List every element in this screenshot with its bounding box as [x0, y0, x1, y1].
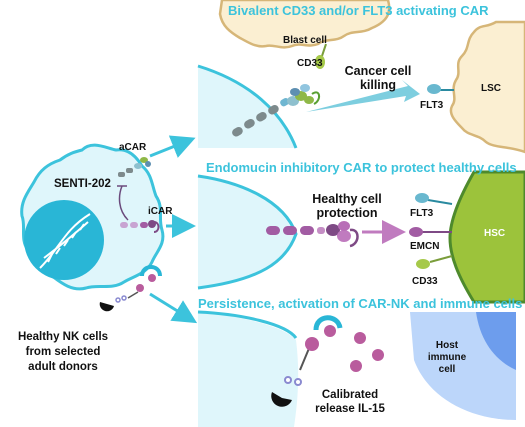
blast-cell-label: Blast cell: [283, 35, 327, 46]
killing-line1: Cancer cell: [344, 64, 412, 78]
cd33-label-middle: CD33: [412, 276, 438, 287]
flt3-antigen-top: [427, 84, 454, 94]
killing-label: Cancer cell killing: [340, 64, 416, 92]
protection-label: Healthy cell protection: [304, 192, 390, 220]
nk-caption: Healthy NK cells from selected adult don…: [10, 330, 116, 375]
emcn-antigen: [409, 227, 452, 237]
protection-line1: Healthy cell: [312, 192, 382, 206]
flt3-label-middle: FLT3: [410, 208, 434, 219]
icar-label: iCAR: [148, 206, 173, 217]
middle-panel: [197, 170, 525, 304]
host-immune-nucleus: [476, 312, 516, 370]
arrow-to-top: [149, 135, 196, 158]
release-line1: Calibrated: [321, 389, 379, 401]
killing-line2: killing: [359, 78, 397, 92]
release-label: Calibrated release IL-15: [302, 388, 398, 416]
cd33-antigen-top: [315, 43, 327, 69]
nk-cell-name: SENTI-202: [54, 178, 111, 190]
host-line2: immune: [427, 352, 467, 363]
nk-caption-line3: adult donors: [28, 361, 98, 373]
icar-receptor-zoom: [266, 221, 359, 248]
arrow-to-bottom: [149, 292, 198, 324]
flt3-antigen-middle: [415, 193, 453, 205]
il15-receptor: [99, 265, 162, 312]
hsc-cell: [448, 170, 525, 304]
blast-cell: [218, 0, 391, 49]
killing-arrow: [306, 80, 420, 112]
cd33-label-top: CD33: [297, 58, 323, 69]
nk-cell: [20, 143, 165, 312]
host-line1: Host: [435, 340, 459, 351]
acar-label: aCAR: [119, 142, 147, 153]
cd33-antigen-middle: [416, 255, 453, 269]
acar-receptor: [118, 157, 151, 177]
lsc-label: LSC: [481, 83, 501, 94]
flt3-label-top: FLT3: [420, 100, 444, 111]
hsc-label: HSC: [484, 228, 506, 239]
il15-molecules: [350, 332, 384, 372]
lsc-cell: [449, 20, 525, 154]
dna-icon: [39, 213, 91, 269]
nucleus: [24, 200, 104, 280]
nk-cell-zoom-top: [198, 66, 296, 148]
nk-caption-line1: Healthy NK cells: [17, 331, 109, 343]
release-line2: release IL-15: [315, 403, 385, 415]
middle-panel-title: Endomucin inhibitory CAR to protect heal…: [206, 160, 517, 175]
emcn-label: EMCN: [410, 241, 440, 252]
bottom-panel-title: Persistence, activation of CAR-NK and im…: [198, 296, 523, 311]
top-panel-title: Bivalent CD33 and/or FLT3 activating CAR: [228, 3, 489, 18]
nk-caption-line2: from selected: [25, 346, 101, 358]
protection-line2: protection: [316, 206, 378, 220]
inhibition-link: [118, 185, 129, 221]
nk-cell-zoom-middle: [198, 176, 296, 288]
acar-receptor-zoom: [232, 84, 320, 137]
il15-receptor-zoom: [271, 315, 343, 407]
bottom-panel: [197, 310, 516, 427]
top-panel: [197, 0, 525, 154]
host-line3: cell: [438, 364, 456, 375]
host-cell-label: Host immune cell: [424, 340, 470, 376]
icar-receptor: [120, 220, 160, 233]
